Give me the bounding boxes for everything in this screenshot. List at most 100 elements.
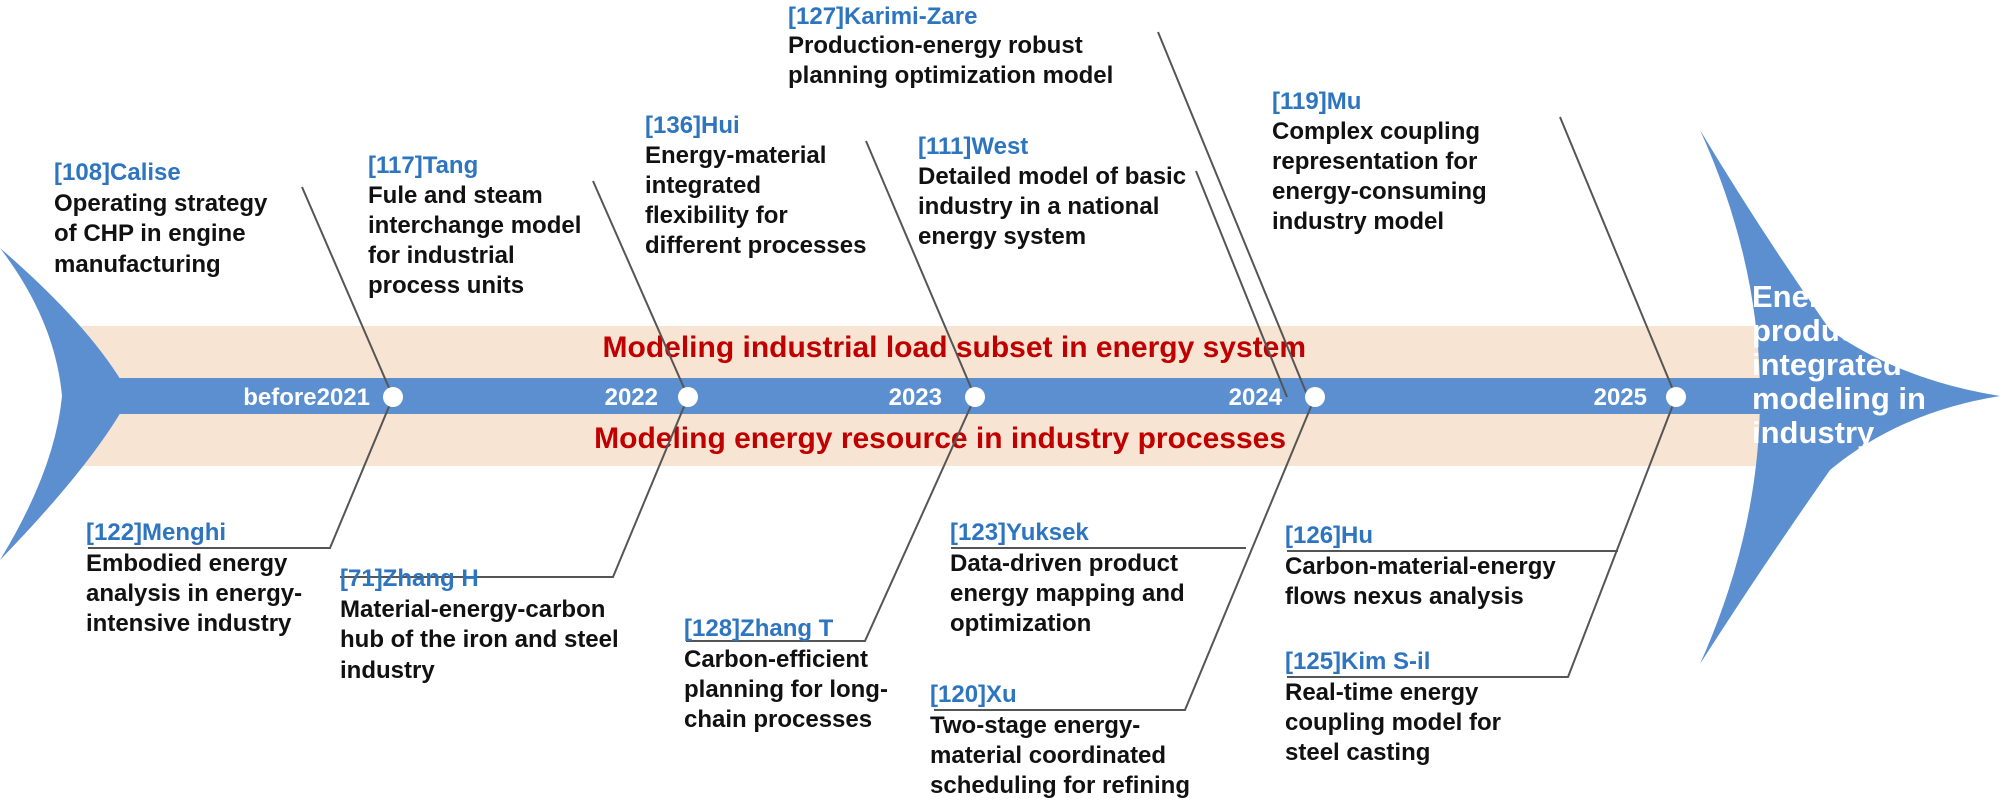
- connector-mu: [1559, 116, 1677, 398]
- connector-west: [1195, 170, 1288, 398]
- entry-desc-line: different processes: [645, 232, 866, 259]
- entry-ref: [127]Karimi-Zare: [788, 3, 977, 30]
- entry-ref: [123]Yuksek: [950, 519, 1089, 546]
- entry-desc-line: optimization: [950, 610, 1091, 637]
- entry-desc-line: steel casting: [1285, 739, 1430, 766]
- head-label-line: industry: [1752, 415, 1875, 450]
- head-label-line: modeling in: [1752, 381, 1926, 416]
- entry-desc-line: Real-time energy: [1285, 679, 1479, 706]
- year-label-2024: 2024: [1229, 384, 1283, 411]
- bottom-band: [60, 414, 1760, 466]
- entry-hui: [136]Hui Energy-material integrated flex…: [645, 112, 866, 259]
- entry-desc-line: Energy-material: [645, 142, 826, 169]
- entry-desc-line: Fule and steam: [368, 182, 543, 209]
- entry-ref: [128]Zhang T: [684, 615, 834, 642]
- entry-desc-line: intensive industry: [86, 610, 292, 637]
- head-label-line: integrated: [1752, 347, 1902, 382]
- entry-ref: [136]Hui: [645, 112, 740, 139]
- entry-desc-line: Operating strategy: [54, 190, 268, 217]
- entry-desc-line: Detailed model of basic: [918, 163, 1186, 190]
- entry-yuksek: [123]Yuksek Data-driven product energy m…: [950, 519, 1185, 637]
- head-label-line: Energy-: [1752, 279, 1867, 314]
- top-band: [60, 326, 1760, 378]
- connector-menghi: [88, 396, 394, 549]
- head-label-line: production: [1752, 313, 1914, 348]
- entry-xu: [120]Xu Two-stage energy- material coord…: [930, 681, 1190, 799]
- entry-desc-line: chain processes: [684, 706, 872, 733]
- entry-west: [111]West Detailed model of basic indust…: [918, 133, 1186, 250]
- entry-desc-line: integrated: [645, 172, 761, 199]
- connector-hui: [865, 140, 976, 398]
- entry-ref: [126]Hu: [1285, 522, 1373, 549]
- connectors-top: [301, 31, 1677, 398]
- fish-tail-shape: [0, 248, 130, 560]
- head-label: Energy- production integrated modeling i…: [1752, 279, 1926, 450]
- entry-menghi: [122]Menghi Embodied energy analysis in …: [86, 519, 302, 637]
- entry-desc-line: Production-energy robust: [788, 32, 1083, 59]
- entry-ref: [125]Kim S-il: [1285, 648, 1430, 675]
- entry-ref: [71]Zhang H: [340, 565, 479, 592]
- entry-desc-line: representation for: [1272, 148, 1477, 175]
- entry-desc-line: interchange model: [368, 212, 581, 239]
- entry-tang: [117]Tang Fule and steam interchange mod…: [368, 152, 581, 299]
- entry-desc-line: industry model: [1272, 208, 1444, 235]
- year-marker-before2021: [383, 387, 403, 407]
- entry-hu: [126]Hu Carbon-material-energy flows nex…: [1285, 522, 1556, 610]
- entry-desc-line: material coordinated: [930, 742, 1166, 769]
- band-bottom-label: Modeling energy resource in industry pro…: [594, 422, 1286, 455]
- connector-zhangt: [686, 396, 976, 642]
- entry-mu: [119]Mu Complex coupling representation …: [1272, 88, 1487, 235]
- entry-desc-line: energy-consuming: [1272, 178, 1487, 205]
- entry-desc-line: industry in a national: [918, 193, 1159, 220]
- entry-desc-line: Material-energy-carbon: [340, 596, 605, 623]
- entry-desc-line: Carbon-material-energy: [1285, 553, 1556, 580]
- year-marker-2025: [1666, 387, 1686, 407]
- arrow-head-shape: [1700, 130, 2000, 664]
- connector-kim: [1287, 396, 1677, 678]
- connector-xu: [934, 396, 1316, 711]
- entry-zhang-h: [71]Zhang H Material-energy-carbon hub o…: [340, 565, 619, 684]
- entry-desc-line: hub of the iron and steel: [340, 626, 619, 653]
- entry-desc-line: coupling model for: [1285, 709, 1501, 736]
- entry-desc-line: Embodied energy: [86, 550, 288, 577]
- year-label-2023: 2023: [889, 384, 942, 411]
- entry-desc-line: manufacturing: [54, 251, 221, 278]
- entry-ref: [117]Tang: [368, 152, 478, 179]
- year-markers: before2021 2022 2023 2024 2025: [243, 384, 1686, 411]
- entry-desc-line: energy system: [918, 223, 1086, 250]
- year-label-before2021: before2021: [243, 384, 370, 411]
- entry-ref: [120]Xu: [930, 681, 1017, 708]
- entry-desc-line: Carbon-efficient: [684, 646, 868, 673]
- entry-desc-line: of CHP in engine: [54, 220, 246, 247]
- entry-ref: [108]Calise: [54, 159, 181, 186]
- entry-desc-line: planning optimization model: [788, 62, 1113, 89]
- entry-desc-line: Complex coupling: [1272, 118, 1480, 145]
- entry-karimi-zare: [127]Karimi-Zare Production-energy robus…: [788, 3, 1113, 89]
- year-marker-2023: [965, 387, 985, 407]
- year-label-2025: 2025: [1594, 384, 1647, 411]
- connector-zhangh: [340, 396, 689, 578]
- connector-calise: [301, 186, 394, 398]
- entry-desc-line: Two-stage energy-: [930, 712, 1140, 739]
- entry-desc-line: for industrial: [368, 242, 515, 269]
- connector-tang: [592, 180, 689, 398]
- entry-ref: [122]Menghi: [86, 519, 226, 546]
- entry-desc-line: flexibility for: [645, 202, 788, 229]
- entry-desc-line: flows nexus analysis: [1285, 583, 1524, 610]
- year-marker-2022: [678, 387, 698, 407]
- entry-kim: [125]Kim S-il Real-time energy coupling …: [1285, 648, 1501, 766]
- year-label-2022: 2022: [605, 384, 658, 411]
- connectors-bottom: [88, 396, 1677, 711]
- entry-desc-line: energy mapping and: [950, 580, 1185, 607]
- connector-karimi: [1157, 31, 1309, 398]
- year-marker-2024: [1305, 387, 1325, 407]
- entry-calise: [108]Calise Operating strategy of CHP in…: [54, 159, 268, 278]
- entry-desc-line: industry: [340, 657, 435, 684]
- entry-ref: [119]Mu: [1272, 88, 1361, 115]
- entry-ref: [111]West: [918, 133, 1028, 160]
- entry-desc-line: analysis in energy-: [86, 580, 302, 607]
- entry-desc-line: planning for long-: [684, 676, 888, 703]
- entry-desc-line: Data-driven product: [950, 550, 1178, 577]
- entry-desc-line: process units: [368, 272, 524, 299]
